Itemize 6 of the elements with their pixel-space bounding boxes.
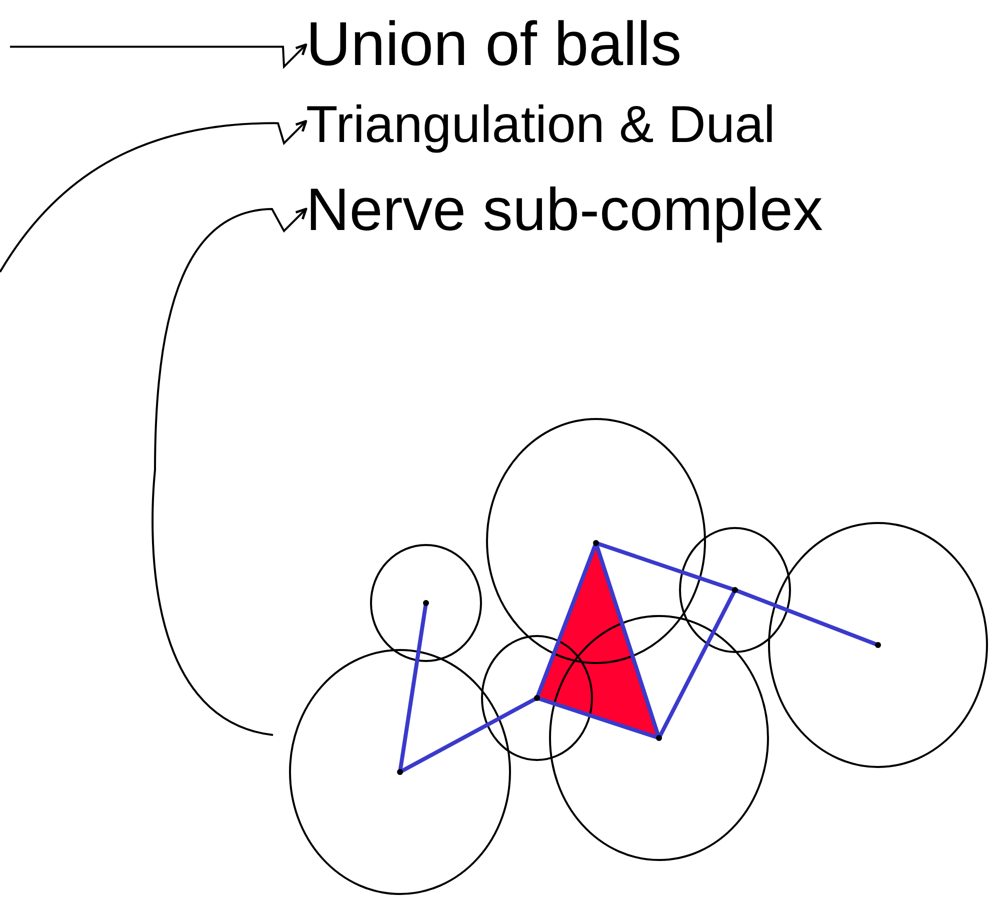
label-text: Triangulation & Dual	[306, 99, 776, 151]
arrow	[10, 44, 308, 69]
arrow	[152, 208, 308, 736]
label-text: Union of balls	[306, 14, 682, 76]
label-text: Nerve sub-complex	[306, 180, 823, 240]
arrow	[0, 120, 308, 273]
